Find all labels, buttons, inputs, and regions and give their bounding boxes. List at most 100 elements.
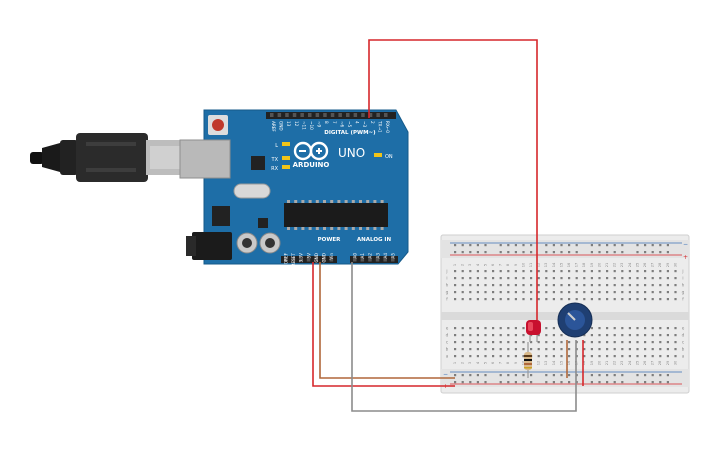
bb-row-label: e (682, 326, 685, 331)
bb-column-label: 18 (582, 360, 586, 365)
bb-row-label: b (446, 347, 449, 352)
bb-column-label: 3 (468, 264, 472, 266)
bb-column-label: 24 (628, 360, 632, 365)
bb-column-label: 27 (651, 263, 655, 268)
bb-column-label: 4 (476, 361, 480, 364)
bb-column-label: 16 (567, 360, 571, 365)
analog-pin-label: A0 (353, 253, 358, 259)
bb-column-label: 14 (552, 360, 556, 365)
bb-column-label: 28 (658, 262, 662, 267)
wire-gnd-to-rail[interactable] (319, 262, 455, 379)
analog-label: ANALOG IN (357, 237, 392, 243)
atmega-chip (284, 203, 388, 227)
bb-row-label: j (681, 269, 683, 274)
digital-label: DIGITAL (PWM~) (324, 130, 376, 136)
wire-5v-to-rail[interactable] (312, 262, 455, 387)
bb-column-label: 22 (613, 263, 617, 268)
bb-column-label: 13 (544, 361, 548, 366)
digital-pin-label: 12 (294, 121, 299, 127)
bb-column-label: 6 (491, 361, 495, 364)
digital-pin-label: 2 (370, 121, 375, 124)
power-pin-label: RESET (291, 253, 296, 267)
bb-column-label: 16 (567, 262, 571, 267)
bb-row-label: c (682, 340, 685, 345)
bb-column-label: 2 (461, 362, 465, 364)
bb-column-label: 23 (620, 263, 624, 268)
bb-column-label: 6 (491, 263, 495, 266)
bb-column-label: 9 (514, 361, 518, 364)
bb-column-label: 21 (605, 361, 609, 366)
bb-column-label: 25 (635, 263, 639, 268)
bb-row-label: d (682, 333, 685, 338)
power-pin-label: 5V (306, 253, 311, 259)
digital-pin-label: 13 (286, 121, 291, 127)
wire-a0-to-pot[interactable] (351, 262, 577, 412)
digital-pin-label: ~11 (301, 121, 306, 130)
analog-pin-label: A5 (391, 253, 396, 259)
digital-pin-label: RX←0 (385, 121, 390, 133)
bb-row-label: h (682, 283, 685, 288)
resistor[interactable] (524, 342, 532, 378)
bb-column-label: 19 (590, 360, 594, 365)
crystal (233, 183, 271, 199)
bb-column-label: 20 (597, 360, 601, 365)
bb-column-label: 22 (613, 361, 617, 366)
digital-pin-label: 7 (332, 121, 337, 124)
potentiometer[interactable] (557, 302, 593, 338)
usb-cable[interactable] (30, 133, 186, 182)
bb-row-label: j (445, 269, 447, 274)
bb-column-label: 28 (658, 360, 662, 365)
bb-column-label: 29 (666, 360, 670, 365)
analog-pin-label: A3 (375, 253, 380, 259)
bb-column-label: 26 (643, 262, 647, 267)
digital-pin-label: ~5 (347, 121, 352, 128)
bb-column-label: 14 (552, 262, 556, 267)
arduino-uno-board[interactable]: L TX RX ON ARDUINO UNO DIGITAL (PWM~) AR… (179, 109, 409, 267)
bb-column-label: 8 (506, 361, 510, 364)
digital-pin-label: AREF (271, 121, 276, 132)
wire-digital-to-led[interactable] (368, 39, 538, 320)
bb-column-label: 20 (597, 262, 601, 267)
bb-column-label: 1 (453, 362, 457, 364)
bb-column-label: 11 (529, 263, 533, 268)
bb-row-label: d (446, 333, 449, 338)
digital-pin-label: ~6 (339, 121, 344, 128)
led-label-rx: RX (271, 166, 278, 172)
analog-pin-label: A2 (368, 253, 373, 259)
bb-column-label: 10 (521, 360, 525, 365)
bb-column-label: 7 (499, 264, 503, 266)
bb-column-label: 7 (499, 362, 503, 364)
dc-jack (192, 232, 232, 260)
rail-minus-bottom: − (443, 371, 448, 378)
bb-column-label: 21 (605, 263, 609, 268)
bb-row-label: h (446, 283, 449, 288)
led-label-l: L (275, 143, 278, 149)
digital-pin-label: ~9 (317, 121, 322, 128)
bb-column-label: 2 (461, 264, 465, 266)
analog-header (350, 256, 398, 263)
bb-row-label: b (682, 347, 685, 352)
bb-column-label: 12 (537, 361, 541, 366)
bb-column-label: 15 (559, 263, 563, 268)
bb-column-label: 5 (483, 264, 487, 266)
bb-row-label: a (682, 354, 685, 359)
digital-pin-label: GND (279, 121, 284, 131)
bb-column-label: 24 (628, 262, 632, 267)
bb-row-label: f (446, 297, 448, 302)
bb-row-label: e (446, 326, 449, 331)
board-brand: ARDUINO (293, 161, 330, 169)
digital-pin-label: 8 (324, 121, 329, 124)
power-pin-label: GND (322, 253, 327, 263)
led-label-on: ON (385, 154, 393, 160)
power-pin-label: GND (314, 253, 319, 263)
red-led[interactable] (526, 320, 541, 342)
power-pin-label: Vin (329, 253, 334, 260)
digital-pin-label: TX→1 (377, 120, 382, 133)
power-label: POWER (318, 237, 342, 243)
bb-column-label: 19 (590, 262, 594, 267)
bb-column-label: 1 (453, 264, 457, 266)
bb-column-label: 17 (575, 263, 579, 268)
bb-column-label: 30 (673, 360, 677, 365)
bb-column-label: 8 (506, 263, 510, 266)
